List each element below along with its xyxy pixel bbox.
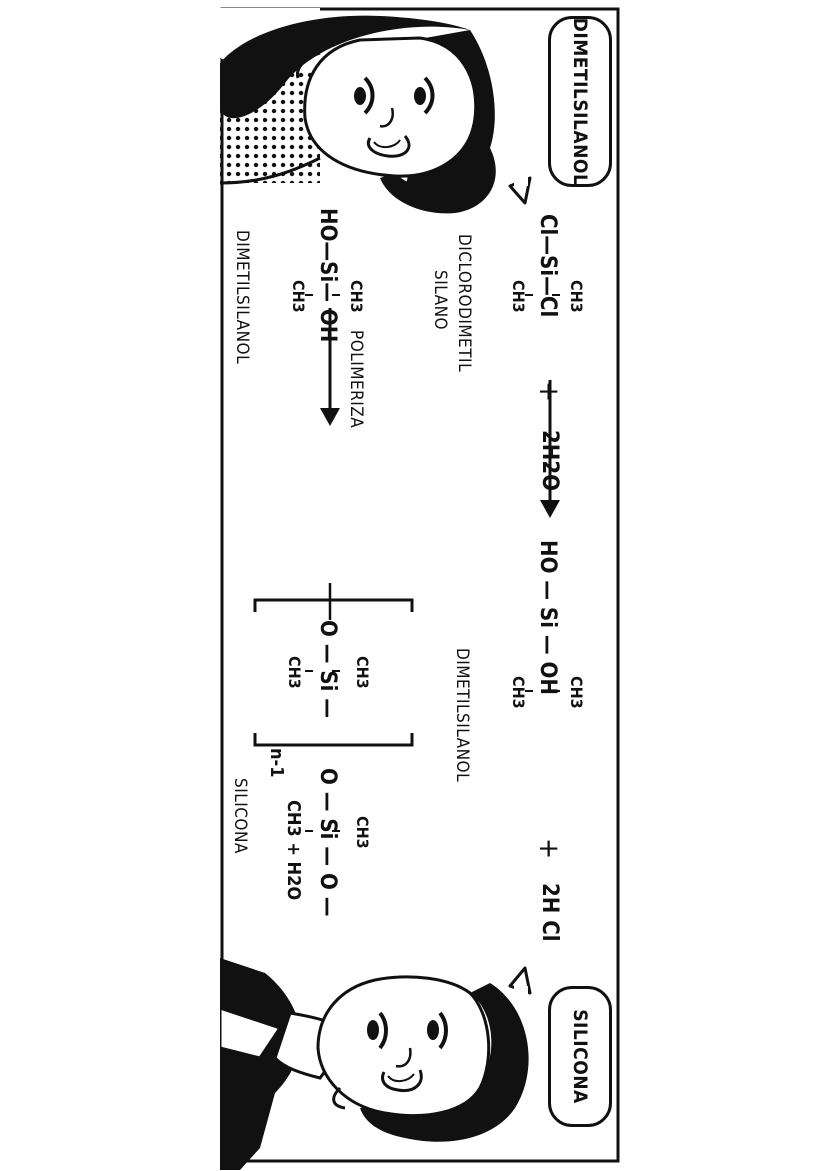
r2-arrow-label: POLIMERIZA bbox=[346, 330, 366, 429]
r1-reactant-bottom: CH3 bbox=[509, 280, 528, 313]
r2-unit-bottom: CH3 bbox=[285, 656, 304, 689]
speech-bubble-right: SILICONA bbox=[548, 986, 612, 1127]
r1-reactant-top: CH3 bbox=[567, 280, 586, 313]
comic-strip: DIMETILSILANOL SILICONA CH3 Cl—Si—Cl CH3… bbox=[220, 8, 620, 1170]
r1-product-main: HO — Si — OH bbox=[535, 540, 560, 695]
r2-unit-main: O — Si — bbox=[315, 620, 340, 719]
r2-reactant-main: HO—Si— OH bbox=[315, 208, 340, 343]
r1-reactant-label-1: DICLORODIMETIL bbox=[454, 234, 474, 373]
r2-reactant-bottom: CH3 bbox=[289, 280, 308, 313]
speech-bubble-right-text: SILICONA bbox=[569, 1009, 591, 1104]
r2-reactant-top: CH3 bbox=[347, 280, 366, 313]
r1-plus-2: + bbox=[533, 838, 566, 860]
r2-subscript: n-1 bbox=[266, 748, 287, 778]
r2-tail-main: O — Si — O — bbox=[315, 768, 340, 917]
r1-reactant-label-2: SILANO bbox=[430, 270, 450, 331]
r2-unit-top: CH3 bbox=[353, 656, 372, 689]
r1-product-bottom: CH3 bbox=[509, 676, 528, 709]
r1-product-top: CH3 bbox=[567, 676, 586, 709]
r2-product-label: SILICONA bbox=[230, 778, 250, 854]
man-figure bbox=[220, 958, 529, 1170]
r1-water: 2H2O bbox=[537, 430, 562, 491]
woman-figure bbox=[220, 8, 496, 214]
r2-tail-bottom: CH3 + H2O bbox=[283, 800, 304, 901]
r1-reactant-main: Cl—Si—Cl bbox=[535, 214, 560, 318]
r1-byproduct: 2H Cl bbox=[537, 883, 562, 942]
speech-bubble-left-text: DIMETILSILANOL bbox=[569, 17, 591, 186]
r2-tail-top: CH3 bbox=[353, 816, 372, 849]
illustration-layer bbox=[220, 8, 560, 1170]
r1-product-label: DIMETILSILANOL bbox=[452, 648, 472, 783]
r2-reactant-label: DIMETILSILANOL bbox=[232, 230, 252, 365]
r1-plus: + bbox=[533, 381, 566, 403]
speech-bubble-left: DIMETILSILANOL bbox=[548, 16, 612, 187]
